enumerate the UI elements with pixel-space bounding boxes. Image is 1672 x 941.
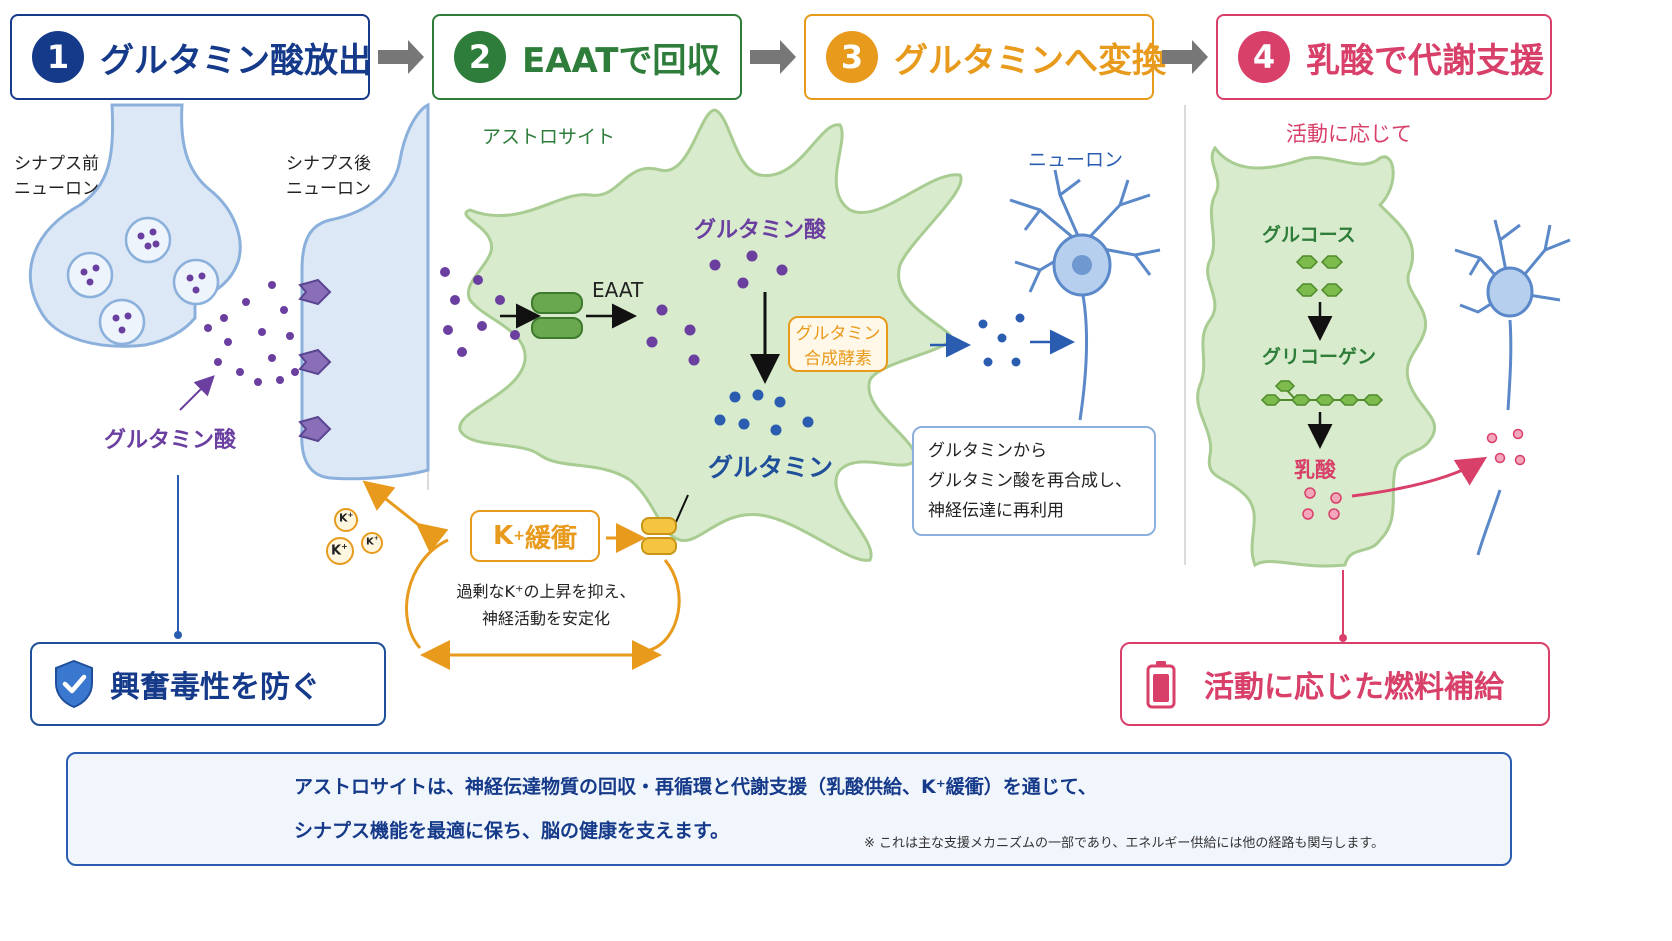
enzyme-callout-line2: 合成酵素 <box>804 349 872 369</box>
presynaptic-label-line1: シナプス前 <box>14 154 99 174</box>
step3-title: グルタミンへ変換 <box>894 40 1166 81</box>
excitotoxicity-outcome: 興奮毒性を防ぐ <box>30 642 386 726</box>
glutamate-label-panel2: グルタミン酸 <box>694 218 827 243</box>
header-arrow-2 <box>750 40 796 74</box>
connector-dot-left <box>174 631 182 639</box>
enzyme-callout: グルタミン 合成酵素 <box>788 316 888 372</box>
transferred-glutamine <box>978 313 1025 367</box>
neuron-nucleus <box>1072 255 1092 275</box>
glutamine-dots <box>714 389 814 436</box>
glutamine-label: グルタミン <box>708 453 834 482</box>
k-channel-pointer <box>675 494 689 523</box>
fuel-supply-text: 活動に応じた燃料補給 <box>1204 670 1504 705</box>
k-buffer-sup: + <box>513 528 525 544</box>
step1-title: グルタミン酸放出 <box>100 40 372 81</box>
postsynaptic-neuron <box>300 102 430 481</box>
resynthesis-line3: 神経伝達に再利用 <box>928 501 1064 521</box>
step4-header: 4 乳酸で代謝支援 <box>1216 14 1552 100</box>
neuron-label: ニューロン <box>1028 149 1124 171</box>
astrocyte-label: アストロサイト <box>482 126 616 148</box>
step3-header: 3 グルタミンへ変換 <box>804 14 1166 100</box>
k-ion-3-sup: + <box>373 535 379 542</box>
k-ion-label-1: K+ <box>339 511 353 525</box>
resynthesis-line2: グルタミン酸を再合成し、 <box>928 471 1132 491</box>
step2-header: 2 EAATで回収 <box>432 14 742 100</box>
k-buffer-description: 過剰なK⁺の上昇を抑え、 神経活動を安定化 <box>438 578 654 632</box>
k-arrow-left <box>362 480 449 553</box>
k-ion-3-k: K <box>366 536 374 548</box>
glucose-molecules <box>1295 255 1344 297</box>
synaptic-vesicles <box>66 216 220 346</box>
resynthesis-line1: グルタミンから <box>928 441 1047 461</box>
released-glutamate <box>204 281 299 386</box>
astrocyte-lactate-body <box>1196 145 1437 568</box>
k-desc-line2: 神経活動を安定化 <box>481 609 610 628</box>
battery-icon <box>1146 661 1176 709</box>
step1-number: 1 <box>32 31 84 83</box>
k-ion-1-sup: + <box>347 511 354 519</box>
resynthesis-callout: グルタミンから グルタミン酸を再合成し、 神経伝達に再利用 <box>912 426 1156 536</box>
glutamate-label-panel1: グルタミン酸 <box>104 428 237 453</box>
header-arrow-1 <box>378 40 424 74</box>
postsynaptic-label-line1: シナプス後 <box>286 154 371 174</box>
k-ion-label-3: K+ <box>366 535 379 547</box>
incoming-glutamate <box>440 267 520 357</box>
recipient-neuron <box>1009 169 1161 421</box>
k-buffer-k: K <box>493 521 514 551</box>
lactate-export-arrow <box>1351 456 1488 498</box>
excitotoxicity-text: 興奮毒性を防ぐ <box>110 670 320 705</box>
enzyme-callout-line1: グルタミン <box>795 324 881 344</box>
k-buffer-text: 緩衝 <box>524 523 577 554</box>
header-arrow-3 <box>1162 40 1208 74</box>
glycogen-chain <box>1260 380 1384 406</box>
k-ion-label-2: K+ <box>331 542 348 558</box>
exported-lactate <box>1486 428 1526 466</box>
connector-dot-right <box>1339 634 1347 642</box>
step2-title: EAATで回収 <box>522 40 721 81</box>
postsynaptic-label-line2: ニューロン <box>286 179 371 199</box>
summary-note: ※ これは主な支援メカニズムの一部であり、エネルギー供給には他の経路も関与します… <box>864 836 1385 851</box>
presynaptic-label-line2: ニューロン <box>14 179 99 199</box>
step4-title: 乳酸で代謝支援 <box>1306 40 1544 81</box>
step2-number: 2 <box>454 31 506 83</box>
summary-line2: シナプス機能を最適に保ち、脳の健康を支えます。 <box>294 820 730 842</box>
step3-number: 3 <box>826 31 878 83</box>
summary-line1: アストロサイトは、神経伝達物質の回収・再循環と代謝支援（乳酸供給、K⁺緩衝）を通… <box>294 776 1097 798</box>
glycogen-label: グリコーゲン <box>1262 346 1377 368</box>
summary-panel <box>66 752 1512 866</box>
presynaptic-label: シナプス前 ニューロン <box>14 152 99 202</box>
lactate-label: 乳酸 <box>1294 458 1336 482</box>
glucose-label: グルコース <box>1262 224 1356 246</box>
step1-header: 1 グルタミン酸放出 <box>10 14 372 100</box>
k-desc-line1: 過剰なK⁺の上昇を抑え、 <box>456 582 636 601</box>
shield-check-icon <box>55 659 93 709</box>
eaat-transporter <box>531 292 583 339</box>
lactate-neuron-soma <box>1486 266 1534 318</box>
step4-number: 4 <box>1238 31 1290 83</box>
postsynaptic-label: シナプス後 ニューロン <box>286 152 371 202</box>
activity-label: 活動に応じて <box>1286 122 1412 146</box>
k-ions <box>326 508 383 565</box>
glutamate-pointer-arrow <box>179 375 215 411</box>
astrocyte-body <box>458 108 963 562</box>
eaat-label: EAAT <box>592 278 644 302</box>
k-ion-2-sup: + <box>341 542 348 551</box>
fuel-supply-outcome: 活動に応じた燃料補給 <box>1120 642 1550 726</box>
lactate-recipient-neuron <box>1454 219 1571 556</box>
lactate-dots <box>1302 487 1342 520</box>
astrocyte-glutamate <box>646 250 788 366</box>
k-ion-1-k: K <box>339 511 348 525</box>
k-ion-2-k: K <box>331 543 342 559</box>
glutamate-receptors <box>298 278 332 443</box>
k-buffer-callout: K+緩衝 <box>470 510 600 562</box>
